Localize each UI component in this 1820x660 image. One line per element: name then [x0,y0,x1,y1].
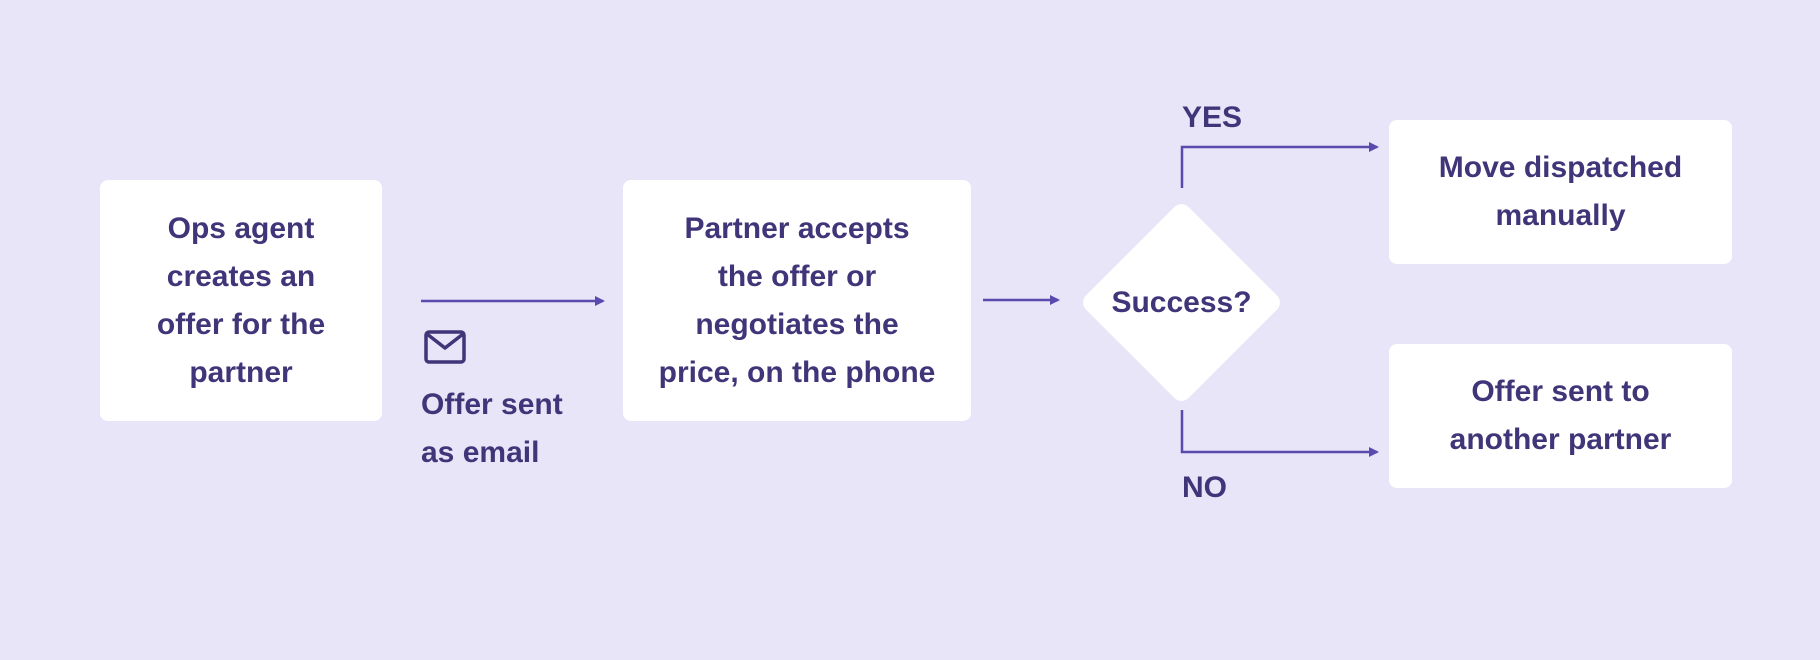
decision-label: Success? [1111,285,1252,319]
node-create-offer-line: Ops agent [167,211,315,245]
email-edge-label: Offer sent as email [421,381,563,477]
node-move-dispatched: Move dispatched manually [1389,120,1732,264]
node-create-offer-line: creates an [166,259,316,293]
node-partner-accepts: Partner accepts the offer or negotiates … [623,180,971,421]
node-offer-other-line: Offer sent to [1471,375,1650,408]
node-partner-accepts-line: the offer or [717,259,877,293]
envelope-icon [424,330,466,364]
node-partner-accepts-line: negotiates the [695,307,899,341]
node-partner-accepts-line: price, on the phone [658,355,936,389]
node-offer-other-partner: Offer sent to another partner [1389,344,1732,488]
decision-diamond: Success? [1078,199,1285,406]
node-create-offer-line: offer for the [156,307,326,341]
arrow-yes-branch [1180,142,1379,188]
node-create-offer-line: partner [189,355,293,389]
email-edge-label-line: Offer sent [421,388,563,421]
no-branch-label: NO [1182,471,1227,504]
node-move-dispatched-line: manually [1495,199,1626,232]
email-edge-label-line: as email [421,436,540,469]
node-offer-other-line: another partner [1449,423,1672,456]
node-move-dispatched-line: Move dispatched [1438,151,1683,184]
node-create-offer: Ops agent creates an offer for the partn… [100,180,382,421]
arrow-no-branch [1180,410,1379,457]
yes-branch-label: YES [1182,101,1243,134]
node-partner-accepts-line: Partner accepts [684,211,910,245]
